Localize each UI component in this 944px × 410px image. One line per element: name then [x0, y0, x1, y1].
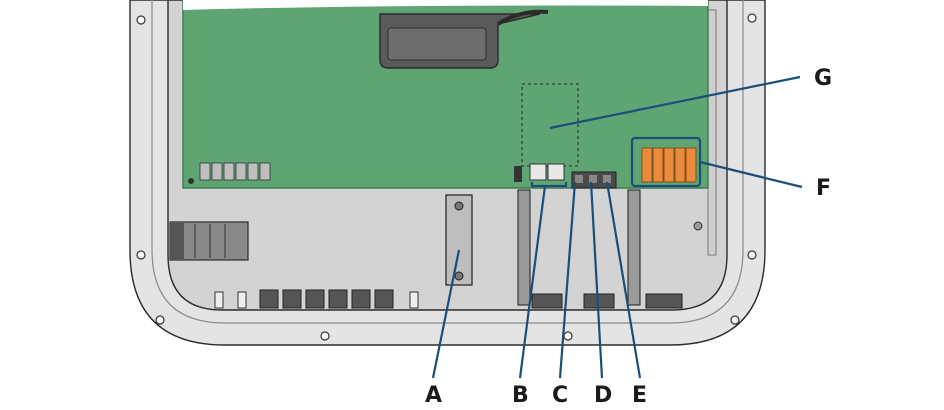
leader-a — [431, 249, 461, 379]
screw-icon — [747, 250, 757, 260]
callout-label-d: D — [594, 383, 612, 408]
connector-strip — [571, 171, 617, 189]
cable-gland-block — [169, 221, 249, 261]
enclosure-flange — [151, 0, 744, 324]
leader-e — [605, 181, 642, 379]
module-slot-outline — [521, 83, 579, 167]
screw-icon — [693, 221, 703, 231]
vertical-bracket — [627, 189, 641, 306]
screw-icon — [747, 13, 757, 23]
bottom-cable-glands — [214, 289, 683, 309]
leader-c — [558, 181, 577, 379]
jumper-row — [188, 162, 271, 184]
leader-b — [530, 182, 568, 188]
screw-icon — [136, 15, 146, 25]
leader-f — [699, 160, 803, 189]
leader-d — [589, 181, 604, 379]
callout-label-b: B — [512, 383, 529, 408]
pcb-top-cut — [183, 0, 708, 10]
vertical-bracket — [517, 189, 531, 306]
screw-icon — [320, 331, 330, 341]
callout-label-f: F — [816, 176, 831, 201]
screw-icon — [454, 201, 464, 211]
callout-label-g: G — [814, 66, 832, 91]
screw-icon — [454, 271, 464, 281]
leader-g — [549, 75, 801, 130]
display-cable — [496, 9, 549, 26]
screw-icon — [155, 315, 165, 325]
leader-b-stem — [518, 185, 547, 379]
screw-icon — [730, 315, 740, 325]
side-rail — [707, 9, 717, 256]
callout-label-e: E — [632, 383, 647, 408]
callout-label-a: A — [425, 383, 442, 408]
screw-icon — [563, 331, 573, 341]
screw-icon — [136, 250, 146, 260]
callout-label-c: C — [552, 383, 568, 408]
dual-connector — [514, 163, 565, 182]
spring-terminal-block — [630, 136, 702, 188]
display-window — [387, 27, 487, 61]
pcb-board — [182, 0, 709, 189]
